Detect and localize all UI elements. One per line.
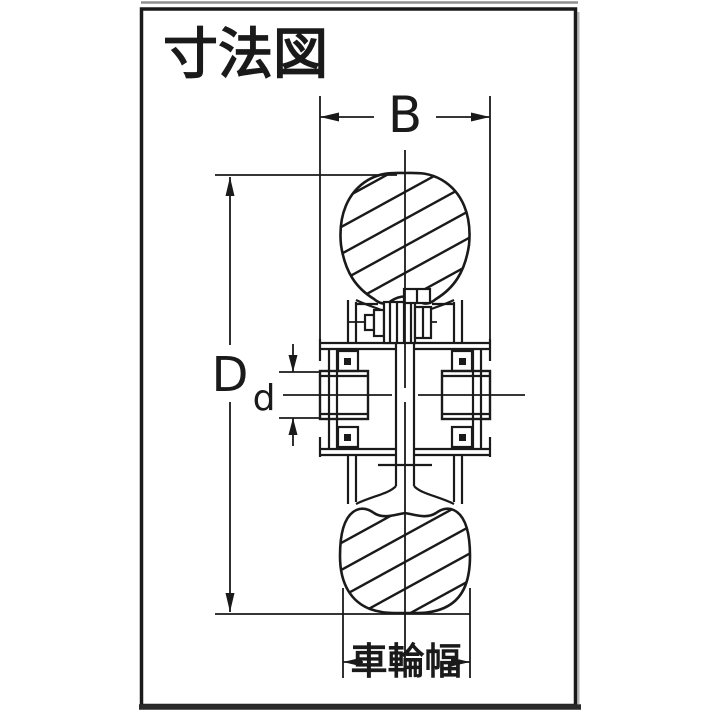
dim-label-d: d <box>253 378 276 419</box>
axle-bolt <box>347 287 437 345</box>
arrowhead-up-icon <box>225 177 235 196</box>
arrowhead-left-icon <box>343 657 362 667</box>
dim-wheel-width: 車輪幅 <box>342 588 471 683</box>
arrowhead-down-icon <box>225 593 235 612</box>
arrowhead-right-icon <box>471 112 490 122</box>
dim-label-wheel-width: 車輪幅 <box>351 640 462 683</box>
arrowhead-right-icon <box>451 657 470 667</box>
arrowhead-left-icon <box>320 112 339 122</box>
arrowhead-down-icon <box>288 355 298 372</box>
dim-label-B: B <box>388 86 422 144</box>
drawing-title: 寸法図 <box>163 22 328 86</box>
dim-B: B <box>319 86 491 360</box>
dim-label-D: D <box>212 347 249 403</box>
dim-d: d <box>253 344 320 446</box>
center-lines <box>283 150 525 658</box>
arrowhead-up-icon <box>288 418 298 435</box>
